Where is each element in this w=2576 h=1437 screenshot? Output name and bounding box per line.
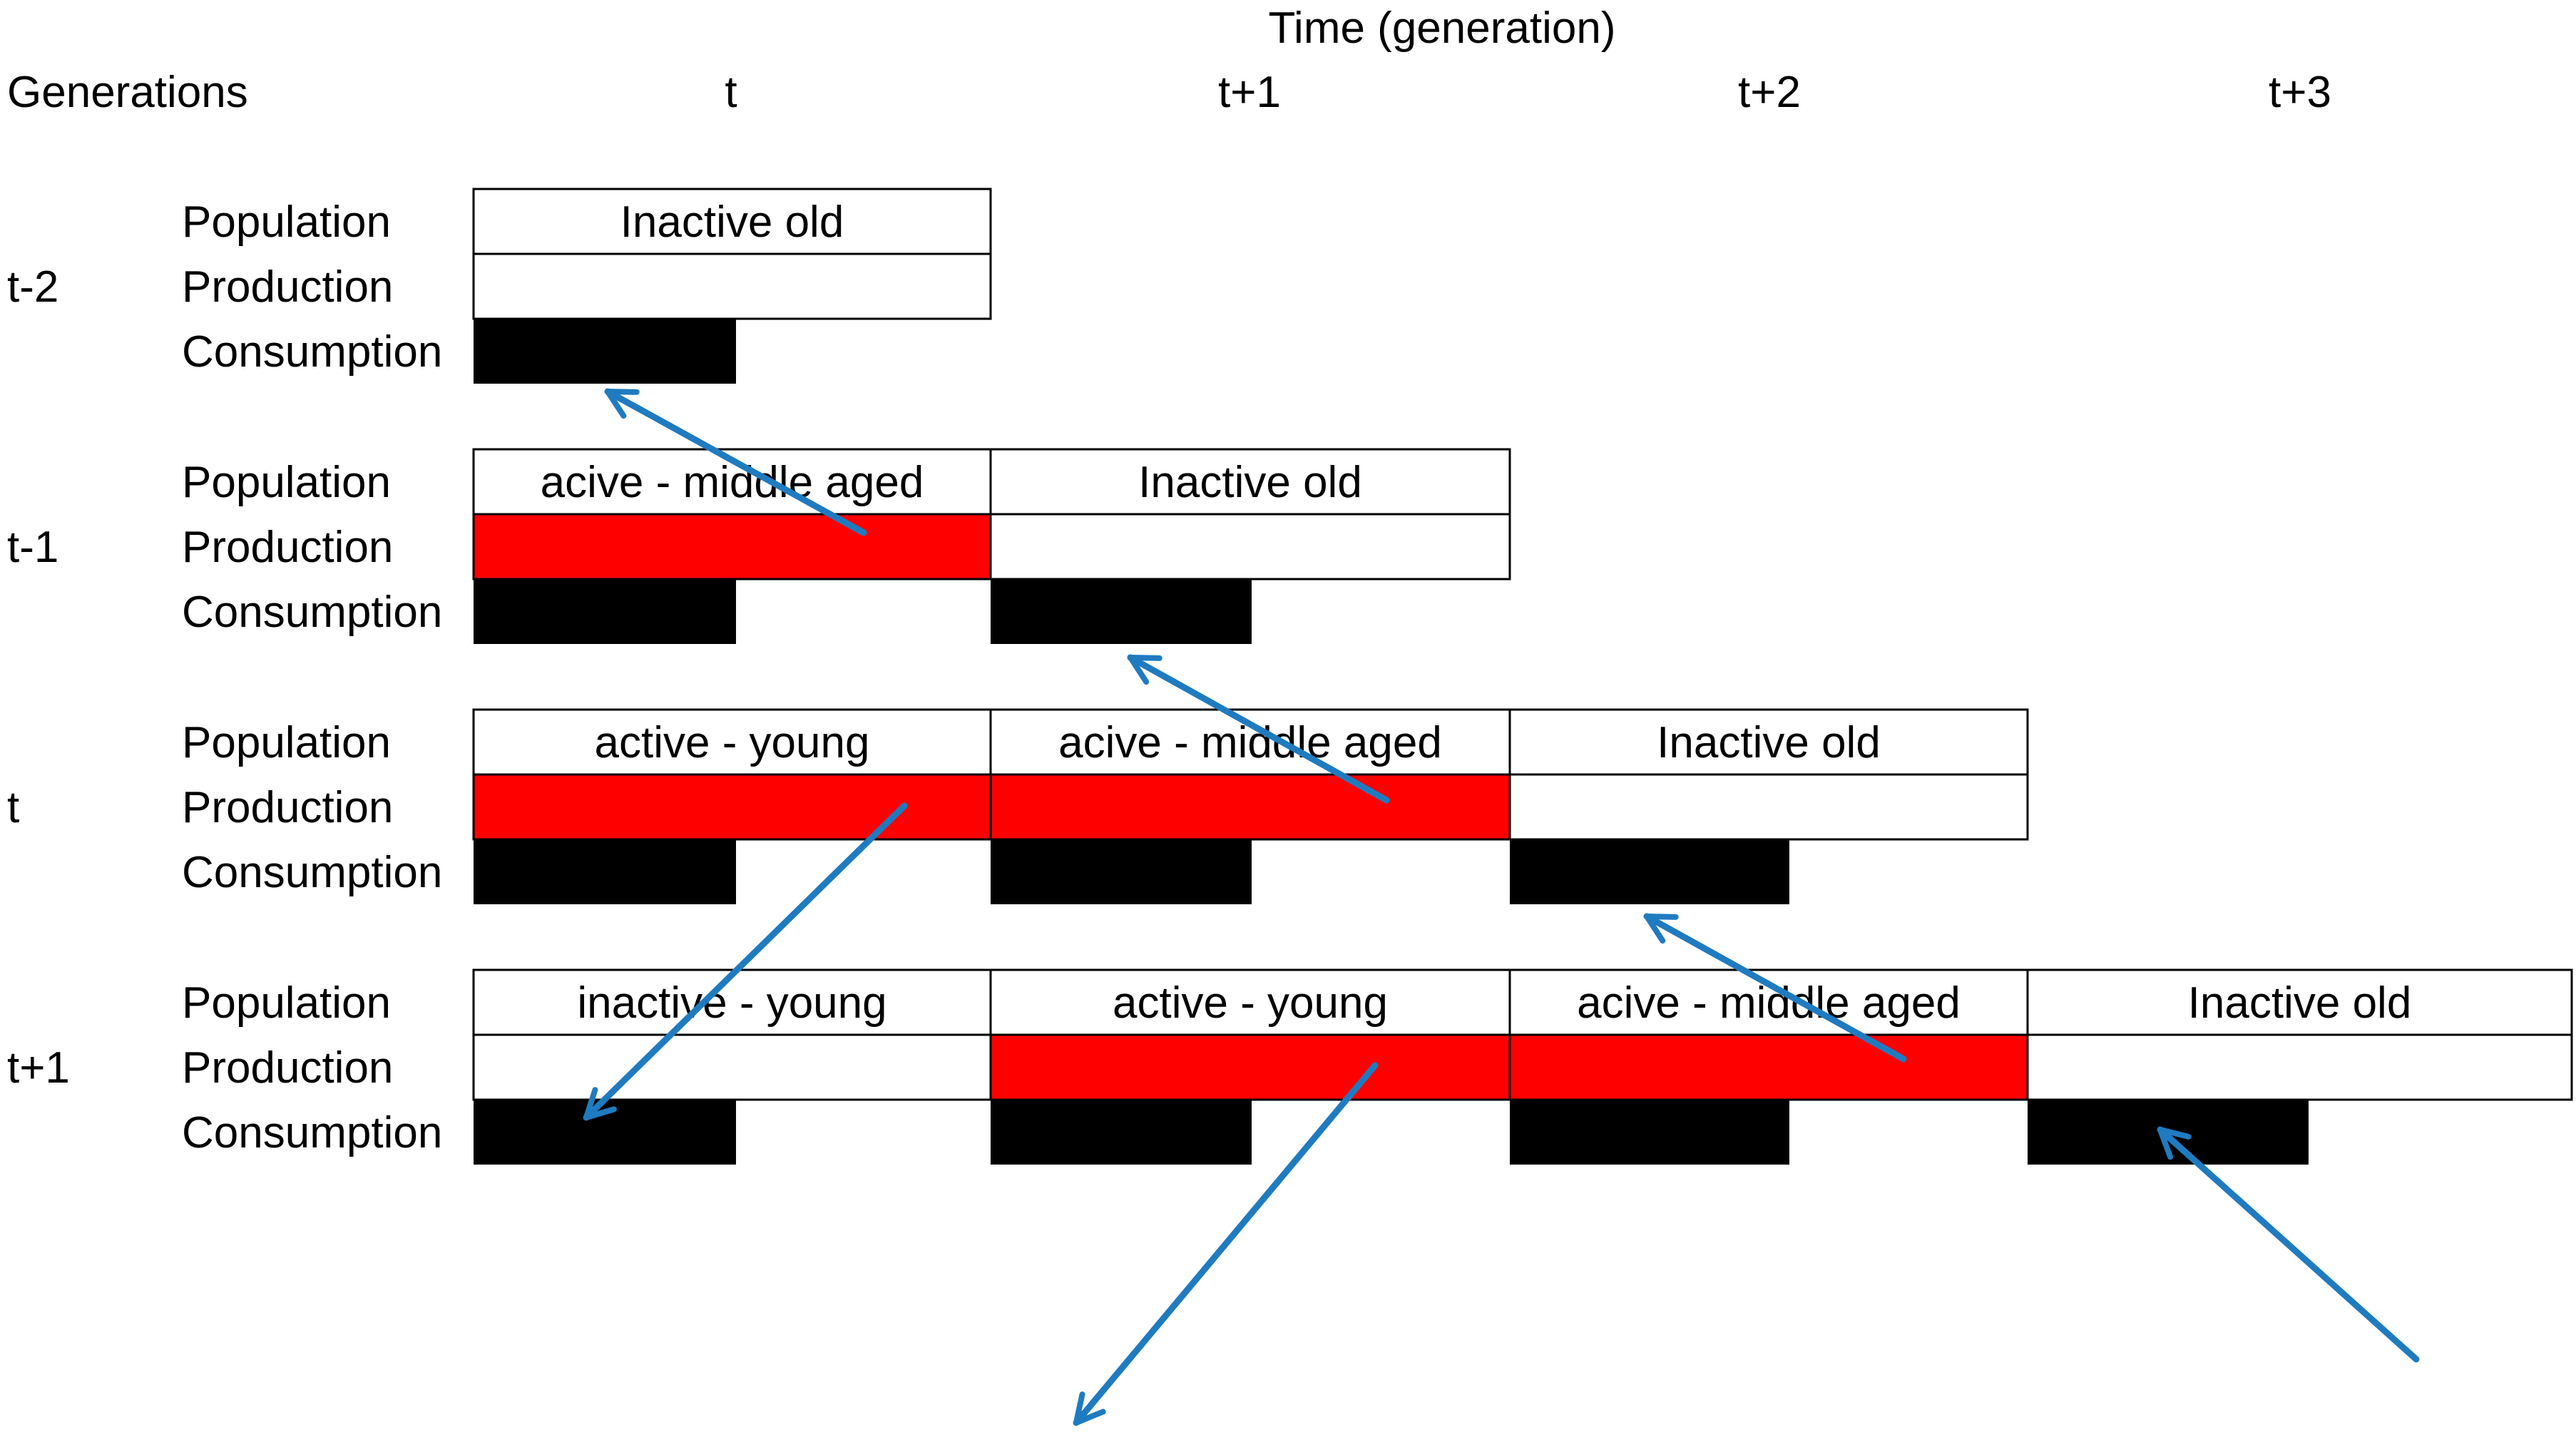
population-cell [2026, 968, 2573, 1036]
production-inactive-cell [989, 513, 1511, 581]
production-active-cell [472, 773, 992, 841]
population-cell-label: Inactive old [620, 198, 844, 247]
population-cell-label: Inactive old [2188, 978, 2412, 1028]
population-row-label: Population [182, 978, 391, 1028]
consumption-row-label: Consumption [182, 848, 442, 897]
consumption-bar [1510, 1100, 1789, 1165]
generation-label: t [7, 783, 19, 832]
population-cell [472, 188, 992, 255]
consumption-bar [1510, 839, 1789, 904]
transfer-arrow [604, 388, 867, 536]
generation-label: t-1 [7, 523, 58, 572]
population-cell-label: Inactive old [1138, 458, 1362, 507]
time-column-t: t [725, 68, 737, 117]
transfer-arrow [583, 802, 908, 1121]
population-row-label: Population [182, 458, 391, 507]
generation-label: t-2 [7, 262, 58, 312]
production-active-cell [1508, 1033, 2029, 1101]
production-inactive-cell [472, 252, 992, 320]
time-column-t3: t+3 [2269, 68, 2331, 117]
production-active-cell [989, 1033, 1511, 1101]
consumption-bar [991, 579, 1252, 644]
consumption-bar [991, 1100, 1252, 1165]
production-row-label: Production [182, 262, 393, 312]
consumption-row-label: Consumption [182, 1108, 442, 1157]
production-row-label: Production [182, 1043, 393, 1093]
transfer-arrow [1127, 654, 1390, 804]
production-row-label: Production [182, 523, 393, 572]
production-inactive-cell [2026, 1033, 2573, 1101]
population-cell-label: Inactive old [1657, 718, 1881, 767]
population-cell [989, 968, 1511, 1036]
population-cell [989, 448, 1511, 516]
population-cell-label: acive - middle aged [541, 458, 924, 507]
production-inactive-cell [1508, 773, 2029, 841]
consumption-bar [474, 1100, 736, 1165]
consumption-bar [991, 839, 1252, 904]
generation-blocks: t-2PopulationProductionConsumptionInacti… [7, 188, 2573, 1165]
production-active-cell [989, 773, 1511, 841]
consumption-bar [474, 319, 736, 384]
consumption-row-label: Consumption [182, 588, 442, 637]
transfer-arrow [2157, 1126, 2420, 1363]
production-active-cell [472, 513, 992, 581]
population-row-label: Population [182, 198, 391, 247]
time-column-t1: t+1 [1218, 68, 1281, 117]
population-cell-label: active - young [595, 718, 870, 767]
consumption-bar [474, 839, 736, 904]
production-inactive-cell [472, 1033, 992, 1101]
production-row-label: Production [182, 783, 393, 832]
transfer-arrow [1073, 1062, 1379, 1426]
transfer-arrows [583, 388, 2420, 1426]
consumption-bar [474, 579, 736, 644]
transfer-arrow [1643, 913, 1907, 1063]
generation-label: t+1 [7, 1043, 70, 1093]
consumption-bar [2028, 1100, 2309, 1165]
consumption-row-label: Consumption [182, 327, 442, 377]
population-cell-label: inactive - young [577, 978, 886, 1028]
population-cell-label: active - young [1113, 978, 1388, 1028]
time-column-t2: t+2 [1738, 68, 1801, 117]
time-axis-title: Time (generation) [1268, 4, 1615, 53]
generations-header: Generations [7, 68, 248, 117]
population-row-label: Population [182, 718, 391, 767]
